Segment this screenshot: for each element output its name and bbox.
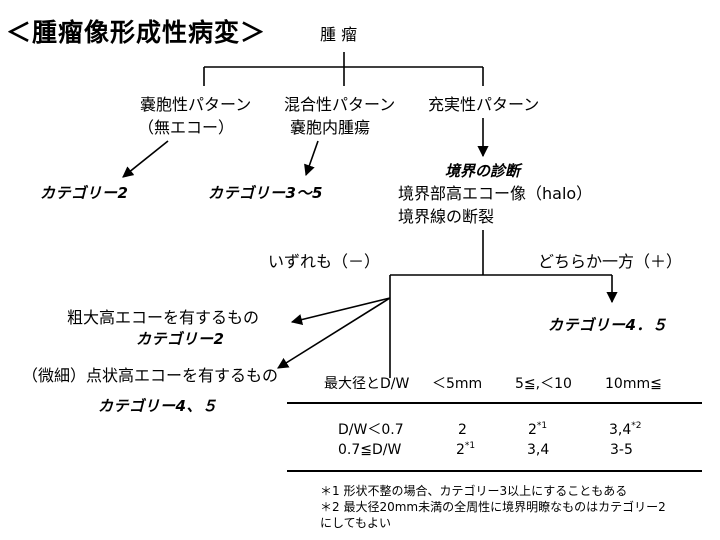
- table-row1-label: D/W＜0.7: [338, 422, 404, 438]
- arrow-to-cat3-5: [304, 140, 319, 177]
- category-either: カテゴリー4．５: [548, 316, 668, 334]
- boundary-item-halo: 境界部高エコー像（halo）: [398, 184, 593, 203]
- boundary-item-break: 境界線の断裂: [398, 207, 495, 226]
- pattern-mixed: 混合性パターン: [284, 95, 396, 114]
- table-header-lt5: ＜5mm: [432, 376, 483, 392]
- table-header-5to10: 5≦,＜10: [515, 376, 572, 392]
- pattern-cystic-sub: （無エコー）: [138, 118, 235, 137]
- table-row1-c1: 2: [458, 422, 467, 438]
- branch-neither: いずれも（－）: [268, 252, 381, 271]
- boundary-heading: 境界の診断: [445, 162, 521, 180]
- footnote-1: ＊1 形状不整の場合、カテゴリー3以上にすることもある: [320, 484, 628, 498]
- finding-coarse: 粗大高エコーを有するもの: [67, 308, 260, 327]
- pattern-mixed-sub: 嚢胞内腫瘍: [290, 118, 371, 137]
- finding-fine: （微細）点状高エコーを有するもの: [22, 366, 279, 385]
- page-title: ＜腫瘤像形成性病変＞: [6, 18, 267, 47]
- footnote-2-cont: にしてもよい: [320, 516, 392, 530]
- branch-either: どちらか一方（＋）: [538, 252, 683, 271]
- table-row2-label: 0.7≦D/W: [338, 442, 402, 458]
- arrow-to-cat2: [122, 140, 169, 178]
- table-row1-c3: 3,4*2: [609, 421, 642, 438]
- table-row2-c1: 2*1: [456, 441, 476, 458]
- table-header-size-dw: 最大径とD/W: [324, 376, 410, 392]
- pattern-solid: 充実性パターン: [428, 95, 540, 114]
- table-row1-c2: 2*1: [528, 421, 548, 438]
- table-row2-c3: 3-5: [610, 442, 633, 458]
- category-mixed: カテゴリー3～5: [208, 184, 323, 202]
- finding-fine-category: カテゴリー4、５: [98, 397, 218, 415]
- arrow-to-fine: [277, 297, 391, 369]
- root-node: 腫 瘤: [320, 25, 358, 44]
- pattern-cystic: 嚢胞性パターン: [140, 95, 252, 114]
- footnote-2: ＊2 最大径20mm未満の全周性に境界明瞭なものはカテゴリー2: [320, 500, 666, 514]
- arrow-to-coarse: [290, 297, 391, 326]
- finding-coarse-category: カテゴリー2: [136, 330, 225, 348]
- category-cystic: カテゴリー2: [40, 184, 129, 202]
- table-row2-c2: 3,4: [527, 442, 550, 458]
- table-header-ge10: 10mm≦: [605, 376, 662, 392]
